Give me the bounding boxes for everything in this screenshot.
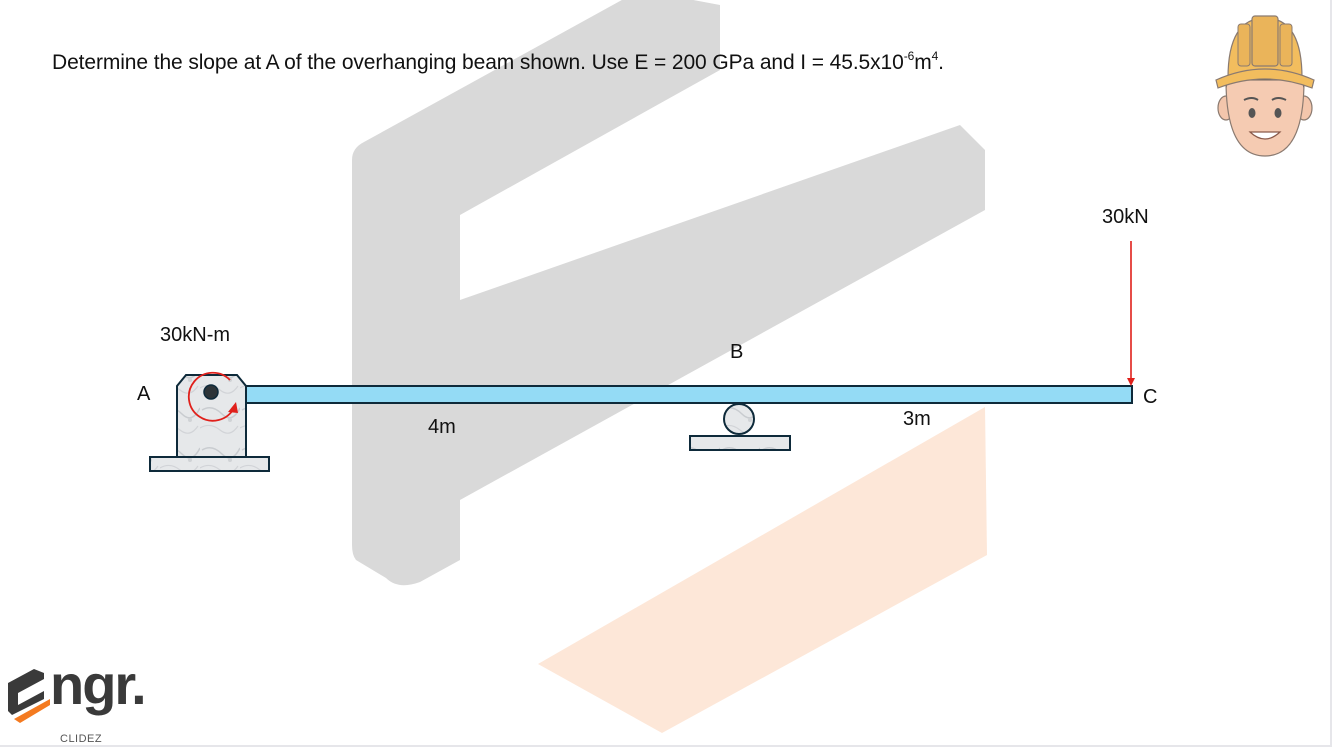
engineer-avatar-icon — [1215, 15, 1315, 157]
logo-wordmark: ngr. — [50, 653, 147, 716]
label-span-bc: 3m — [903, 408, 931, 430]
label-span-ab: 4m — [428, 416, 456, 438]
label-point-c: C — [1143, 386, 1158, 408]
problem-statement: Determine the slope at A of the overhang… — [52, 49, 944, 74]
roller-icon — [723, 403, 755, 435]
roller-support-base — [689, 435, 791, 451]
engr-logo-icon — [8, 669, 50, 723]
label-point-a: A — [137, 383, 151, 405]
label-point-b: B — [730, 341, 744, 363]
logo-subtitle: CLIDEZ — [60, 733, 103, 745]
moment-arrow-icon — [187, 371, 235, 422]
label-load: 30kN — [1102, 206, 1149, 228]
beam — [243, 385, 1133, 404]
pin-icon — [203, 384, 219, 400]
pin-support-base — [149, 456, 270, 472]
label-moment: 30kN-m — [160, 324, 231, 346]
pin-support-body — [176, 374, 247, 458]
